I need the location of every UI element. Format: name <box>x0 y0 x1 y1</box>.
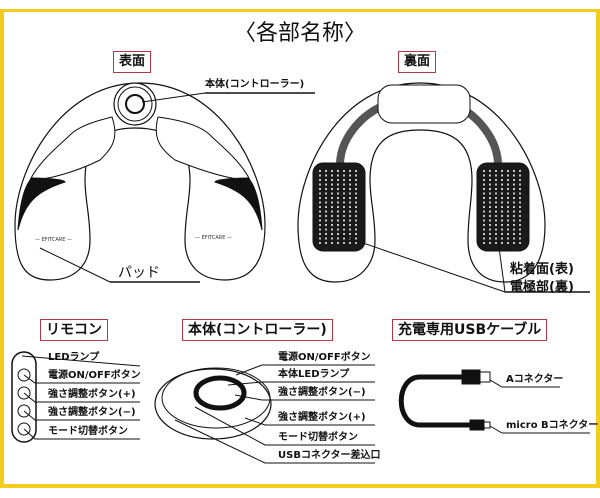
pad-label: パッド <box>118 265 160 281</box>
electrode-label: 電極部(裏) <box>510 280 574 295</box>
remote-label-power: 電源ON/OFFボタン <box>48 370 141 381</box>
controller-label-minus: 強さ調整ボタン(−) <box>278 387 366 398</box>
svg-text:— EFITCARE —: — EFITCARE — <box>195 235 232 241</box>
remote-label-minus: 強さ調整ボタン(−) <box>48 407 136 418</box>
controller-label-led: 本体LEDランプ <box>278 369 350 380</box>
yellow-frame <box>0 9 600 488</box>
controller-label-power: 電源ON/OFFボタン <box>278 352 371 363</box>
remote-illustration <box>11 351 141 443</box>
back-pad-illustration <box>297 82 590 293</box>
cable-heading: 充電専用USBケーブル <box>392 319 548 341</box>
remote-label-plus: 強さ調整ボタン(+) <box>48 389 136 400</box>
controller-illustration <box>154 364 375 464</box>
cable-label-microb: micro Bコネクター <box>506 420 599 431</box>
back-heading: 裏面 <box>398 51 437 73</box>
front-heading: 表面 <box>113 51 152 73</box>
controller-label-plus: 強さ調整ボタン(+) <box>278 412 366 423</box>
page-title: 〈各部名称〉 <box>233 21 366 46</box>
cable-label-a: Aコネクター <box>506 374 564 385</box>
front-controller-label: 本体(コントローラー) <box>205 79 305 90</box>
controller-heading: 本体(コントローラー) <box>182 319 333 341</box>
controller-label-usb-port: USBコネクター差込口 <box>278 450 381 461</box>
remote-heading: リモコン <box>40 319 108 341</box>
front-pad-illustration: — EFITCARE — — EFITCARE — <box>14 82 315 283</box>
usb-cable-illustration <box>398 369 590 434</box>
svg-text:— EFITCARE —: — EFITCARE — <box>35 237 72 243</box>
remote-label-mode: モード切替ボタン <box>48 426 128 437</box>
controller-label-mode: モード切替ボタン <box>278 432 358 443</box>
adhesive-label: 粘着面(表) <box>510 262 574 277</box>
remote-label-led: LEDランプ <box>48 352 100 363</box>
